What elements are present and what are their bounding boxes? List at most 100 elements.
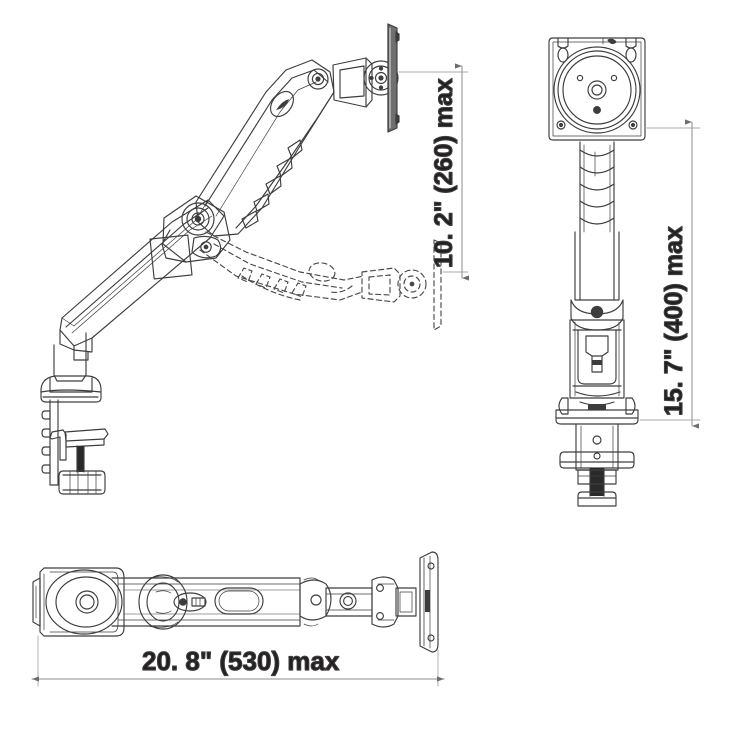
post-hole-lower — [593, 452, 601, 460]
clamp-pressure-pad — [64, 428, 109, 442]
front-clamp-knob — [577, 491, 617, 507]
coil-2 — [579, 166, 615, 174]
front-mid-joint — [570, 299, 624, 331]
tension-adjust-port — [270, 90, 294, 118]
top-vesa-slot — [425, 590, 430, 612]
vesa-hole-tl — [557, 47, 569, 63]
view-side-elevation: 10. 2" (260) max — [40, 23, 469, 495]
top-right-joint — [299, 579, 332, 621]
knuckle-screw-top — [376, 584, 384, 592]
upper-tube-outline — [574, 231, 620, 301]
rotation-disc-ring — [557, 50, 637, 130]
lowered-vesa-plate — [433, 239, 442, 331]
upper-pivot-outer — [307, 68, 329, 90]
dimension-label-column-height: 15. 7" (400) max — [660, 226, 688, 416]
front-joint-bolt — [590, 305, 604, 319]
spring-core-block — [592, 360, 602, 365]
upper-pivot-inner — [311, 72, 325, 86]
top-head-pivot-outer — [339, 592, 357, 610]
top-vesa-plate — [419, 551, 439, 653]
clamp-spine — [49, 399, 59, 486]
view-top-plan: 20. 8" (530) max — [31, 551, 445, 687]
front-clamp-collar — [577, 469, 617, 485]
vesa-plate-outline — [548, 37, 646, 141]
rotation-hub-core — [591, 84, 603, 96]
coil-3 — [579, 183, 615, 191]
vesa-marker — [607, 38, 617, 45]
hub-screw-left — [369, 75, 374, 81]
vesa-hole-br — [628, 120, 638, 130]
vesa-hole-br-dot — [630, 122, 636, 128]
lowered-knuckle-box — [361, 267, 401, 303]
base-centre-block — [588, 404, 606, 410]
top-vesa-hole-top — [427, 562, 435, 570]
cable-rib-3 — [265, 175, 282, 195]
base-pivot-hole-outer — [75, 590, 99, 614]
dimension-column-height: 15. 7" (400) max — [639, 119, 701, 429]
top-port-a — [173, 592, 207, 612]
dimension-reach: 20. 8" (530) max — [31, 635, 445, 687]
knuckle-screw-bottom — [376, 612, 384, 620]
vesa-tab-top — [395, 31, 400, 43]
lowered-head-hub-inner — [403, 275, 421, 293]
clamp-knob — [58, 470, 106, 495]
front-clamp-pad — [559, 451, 635, 469]
monitor-head-raised — [332, 23, 400, 133]
coil-5 — [579, 217, 615, 225]
base-plate-outline — [39, 567, 125, 637]
vesa-tab-bottom — [395, 113, 400, 125]
clamp-screw-shaft — [77, 446, 84, 472]
elbow-secondary-bolt — [203, 244, 209, 250]
top-port-a-screw — [179, 598, 187, 606]
lowered-arm-bottom-edge — [199, 249, 363, 301]
arm-body-outline — [569, 319, 625, 399]
clamp-base-flare — [40, 375, 102, 403]
lowered-tension-port — [308, 262, 336, 282]
base-pivot-mid — [55, 576, 117, 628]
lowered-rib-2 — [255, 273, 271, 289]
rotation-disc-outer — [553, 46, 641, 134]
rotation-hub — [587, 80, 607, 100]
front-upper-tube — [570, 231, 624, 331]
vesa-hole-tr — [625, 47, 637, 63]
top-port-a-slot — [191, 597, 206, 607]
dimension-height-travel: 10. 2" (260) max — [398, 63, 469, 281]
elbow-pivot-mid — [186, 207, 210, 231]
lower-arm-body — [59, 199, 225, 347]
head-rotation-hub-inner — [374, 71, 388, 85]
vesa-plate-front — [548, 37, 646, 141]
front-base-flare — [555, 397, 639, 507]
internal-spring-core — [585, 335, 609, 373]
elbow-bracket — [149, 234, 193, 280]
front-clamp-screw — [590, 468, 604, 496]
upper-pivot-bolt — [315, 76, 321, 82]
disc-screw-left — [576, 74, 584, 82]
hub-screw-top — [378, 66, 384, 71]
clamp-jaw-arm — [49, 429, 67, 461]
base-pivot-outer — [45, 569, 123, 635]
head-hub-bolt — [378, 75, 384, 81]
disc-screw-bottom — [593, 106, 601, 114]
head-rotation-hub-outer — [363, 60, 399, 96]
dimension-label-reach: 20. 8" (530) max — [142, 646, 340, 676]
lowered-rib-1 — [237, 267, 253, 283]
lowered-head-bolt — [409, 281, 415, 287]
elbow-secondary-link — [191, 235, 222, 259]
top-head-block — [395, 587, 417, 617]
tension-adjust-screw — [276, 99, 289, 110]
lowered-rib-4 — [291, 282, 307, 298]
rotation-disc-inner — [562, 55, 632, 125]
front-arm-body — [569, 319, 625, 399]
cable-rib-4 — [253, 193, 270, 212]
base-flare-body — [555, 409, 639, 425]
desk-clamp-assembly — [40, 332, 109, 495]
vesa-hole-bl-dot — [558, 122, 564, 128]
lowered-arm-top-edge — [205, 231, 365, 281]
view-front-elevation: 15. 7" (400) max — [548, 37, 701, 507]
cable-rib-5 — [241, 210, 259, 229]
top-head-pivot-inner — [343, 596, 353, 606]
elbow-secondary-pivot — [200, 241, 212, 253]
disc-screw-right — [610, 74, 618, 82]
